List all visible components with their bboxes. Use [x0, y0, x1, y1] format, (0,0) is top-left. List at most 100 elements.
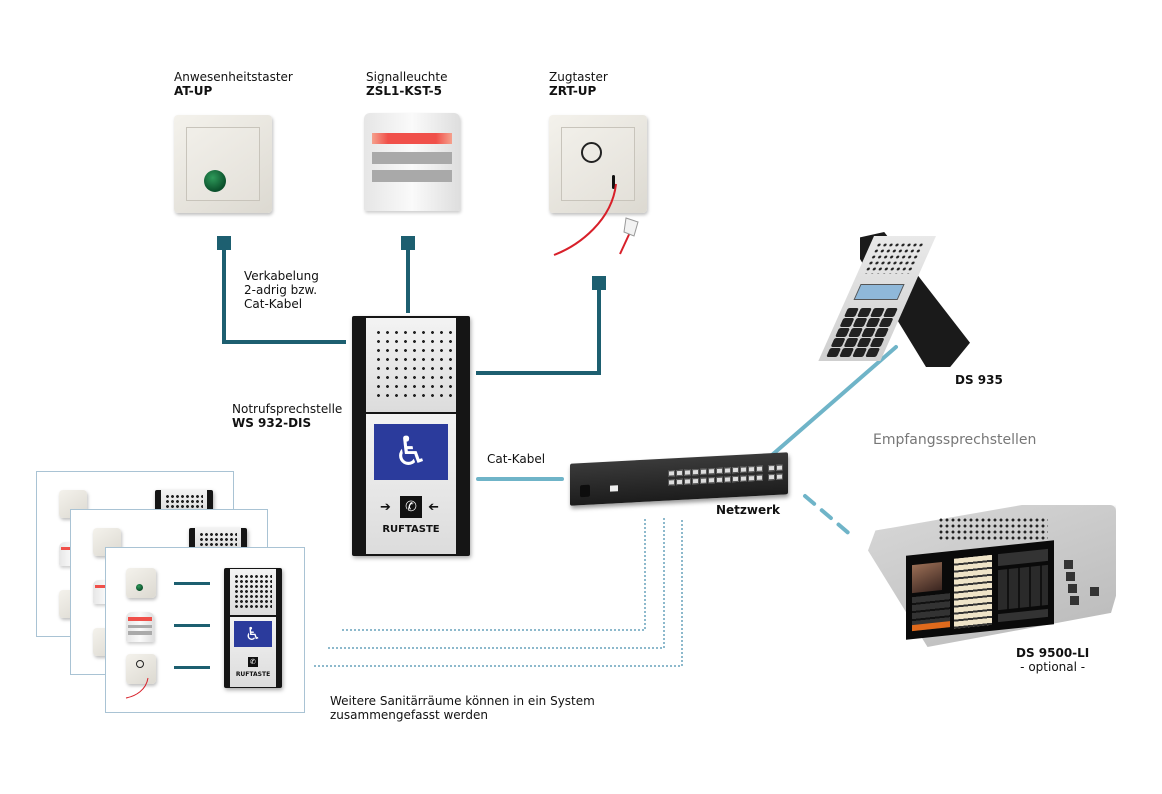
switch-port: [748, 466, 755, 473]
mini-wire: [174, 582, 210, 585]
caller-photo: [912, 561, 942, 594]
switch-port: [700, 477, 707, 484]
phone-icon[interactable]: ✆: [400, 496, 422, 518]
mini-wire: [174, 624, 210, 627]
dotted-room-2: [328, 518, 665, 649]
mini-emergency-station: ♿ ✆ RUFTASTE: [224, 568, 282, 688]
more-rooms-note: Weitere Sanitärräume können in ein Syste…: [330, 694, 595, 722]
ds9500-speaker-grille: [938, 517, 1048, 541]
switch-port: [700, 468, 707, 475]
mini-red-cord: [125, 677, 149, 699]
switch-port: [716, 476, 723, 484]
cord-handle: [623, 217, 639, 237]
mini-green-button-icon: [136, 584, 143, 591]
lamp-gray-bar-1: [371, 152, 453, 164]
mini-speaker-grille: [165, 494, 203, 508]
speaker-panel: [366, 318, 456, 412]
switch-port: [668, 479, 675, 486]
plate-inner: [185, 126, 261, 202]
switch-port: [676, 469, 683, 477]
switch-port: [684, 469, 691, 476]
connector-signal: [401, 236, 415, 250]
switch-port: [776, 464, 783, 471]
room-card-1: ♿ ✆ RUFTASTE: [105, 547, 305, 713]
wiring-note-line3: Cat-Kabel: [244, 297, 303, 311]
ds9500-model: DS 9500-LI: [1016, 646, 1090, 660]
switch-port: [776, 473, 783, 480]
mini-lamp-gray: [128, 631, 152, 635]
lamp-red-bar: [371, 132, 453, 145]
switch-port: [768, 473, 775, 481]
dotted-room-3: [314, 518, 683, 667]
wire-ds9500-optional: [803, 494, 854, 538]
mini-speaker-panel: [230, 569, 276, 615]
ds9500-button: [1090, 587, 1099, 596]
mini-presence-button: [126, 568, 156, 598]
connector-presence: [217, 236, 231, 250]
more-rooms-note-line2: zusammengefasst werden: [330, 708, 489, 722]
switch-port: [724, 476, 731, 483]
emergency-station-title: Notrufsprechstelle: [232, 402, 343, 416]
cord-slot: [612, 175, 615, 189]
wiring-note: Verkabelung 2-adrig bzw. Cat-Kabel: [244, 269, 319, 311]
green-button-icon: [204, 170, 226, 192]
ds935-label: DS 935: [955, 373, 1003, 387]
pull-cord: [553, 183, 639, 256]
emergency-station-label: Notrufsprechstelle WS 932-DIS: [232, 402, 342, 430]
wire-ds935: [770, 345, 898, 457]
signal-light-label: Signalleuchte ZSL1-KST-5: [366, 70, 447, 98]
ds935-keypad: [826, 308, 900, 357]
switch-port: [676, 478, 683, 486]
switch-port: [748, 475, 755, 482]
mini-station-face: [161, 490, 207, 512]
ds9500-touchscreen: [906, 540, 1054, 640]
switch-ports: [668, 464, 784, 492]
ds9500-button: [1068, 584, 1077, 593]
power-socket: [580, 484, 590, 498]
network-label: Netzwerk: [716, 503, 781, 517]
switch-port: [668, 470, 675, 477]
ds9500-note: - optional -: [1020, 660, 1086, 674]
switch-port: [740, 475, 747, 482]
ds935-speaker-grille: [863, 242, 926, 274]
switch-port: [684, 478, 691, 485]
touch-action-button: [998, 608, 1048, 623]
ds9500-button: [1070, 596, 1079, 605]
mini-pull-switch: [126, 654, 156, 684]
switch-port: [768, 464, 775, 472]
signal-light-model: ZSL1-KST-5: [366, 84, 443, 98]
mini-speaker-grille: [234, 574, 272, 608]
ds935-key: [865, 348, 881, 357]
pull-switch-title: Zugtaster: [549, 70, 608, 84]
plate-inner: [560, 126, 636, 202]
mini-ring-button-icon: [136, 660, 144, 668]
mini-station: [189, 528, 247, 550]
receiving-stations-label: Empfangssprechstellen: [873, 432, 1037, 448]
switch-port: [716, 467, 723, 475]
mini-lamp-gray: [128, 624, 152, 629]
mini-wheelchair-icon: ♿: [234, 621, 272, 647]
switch-port: [724, 467, 731, 474]
mini-lamp-red: [128, 617, 152, 621]
pull-switch-device: [549, 115, 647, 213]
wiring-note-line2: 2-adrig bzw.: [244, 283, 318, 297]
mini-phone-icon: ✆: [248, 657, 258, 667]
mini-wire: [174, 666, 210, 669]
switch-port: [692, 468, 699, 476]
room-list: [954, 554, 992, 629]
brand-logo: [610, 485, 618, 492]
mini-station-face: [195, 528, 241, 550]
ds935-key: [874, 328, 890, 337]
presence-button-label: Anwesenheitstaster AT-UP: [174, 70, 293, 98]
presence-button-device: [174, 115, 272, 213]
ds9500-button: [1066, 572, 1075, 581]
ds9500-device: [868, 505, 1116, 647]
mini-pull-cord: [125, 677, 149, 699]
pull-switch-label: Zugtaster ZRT-UP: [549, 70, 608, 98]
presence-button-model: AT-UP: [174, 84, 213, 98]
room-header: [998, 548, 1048, 567]
ds935-key: [878, 318, 894, 327]
emergency-station-device: ♿ ➔ ✆ ➔ RUFTASTE: [352, 316, 470, 556]
ds9500-button: [1064, 560, 1073, 569]
